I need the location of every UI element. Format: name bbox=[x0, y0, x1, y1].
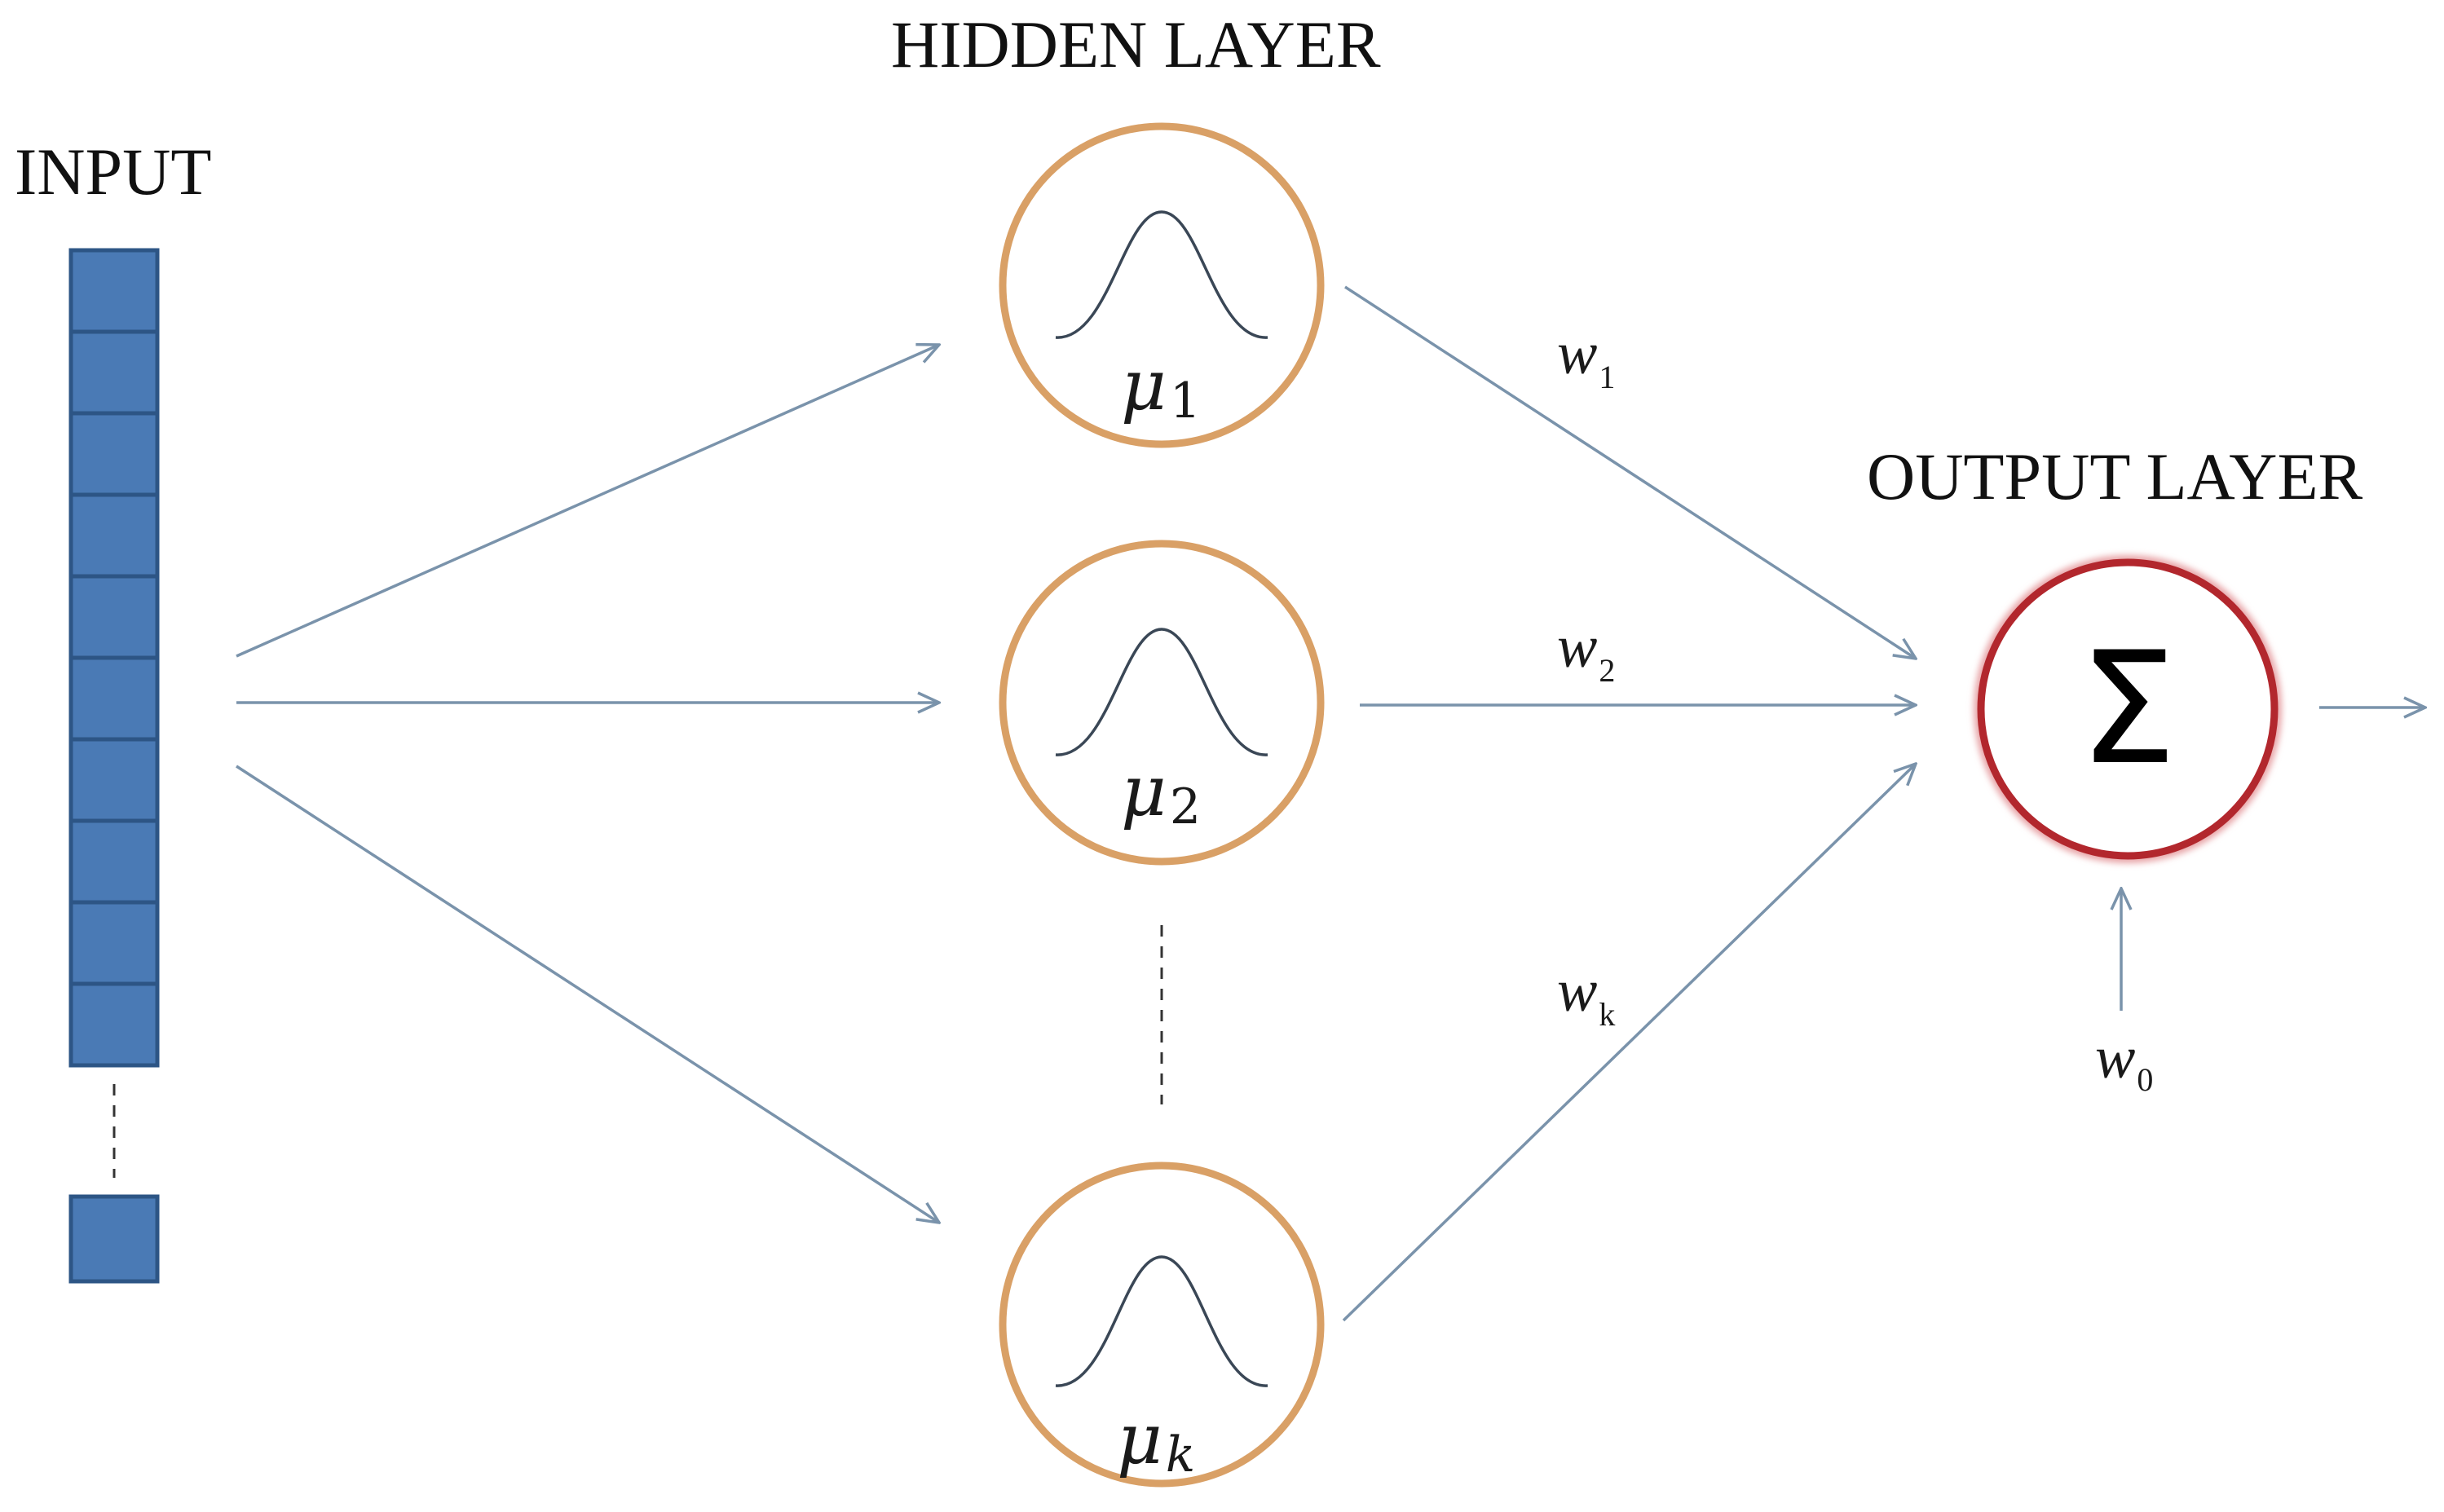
summation-icon: Σ bbox=[2079, 619, 2177, 799]
input-cell bbox=[68, 737, 160, 823]
weight-2-label: w2 bbox=[1557, 614, 1615, 689]
hidden-node-label: μk bbox=[1117, 1399, 1195, 1483]
output-layer-label: OUTPUT LAYER bbox=[1867, 439, 2363, 514]
hidden-node-label: μ1 bbox=[1121, 345, 1201, 430]
hidden-node-1: μ1 bbox=[999, 122, 1325, 448]
weight-1-label: w1 bbox=[1557, 320, 1615, 395]
output-node-ring bbox=[1977, 558, 2279, 860]
hidden-node-ring bbox=[999, 122, 1325, 448]
input-cell bbox=[68, 818, 160, 905]
hidden-k-to-output-arrow bbox=[1342, 764, 1916, 1322]
input-cell bbox=[68, 900, 160, 986]
input-cell bbox=[68, 411, 160, 497]
input-cell-last bbox=[68, 1194, 160, 1284]
input-cell bbox=[68, 655, 160, 742]
hidden-node-ring bbox=[999, 540, 1325, 866]
input-cell bbox=[68, 574, 160, 660]
input-label: INPUT bbox=[15, 134, 211, 209]
input-cell bbox=[68, 329, 160, 416]
input-cell bbox=[68, 492, 160, 579]
output-node: Σ bbox=[1974, 555, 2282, 863]
bias-label: w0 bbox=[2095, 1025, 2153, 1098]
hidden-layer-label: HIDDEN LAYER bbox=[891, 7, 1381, 82]
input-cell bbox=[68, 248, 160, 334]
hidden-1-to-output-arrow bbox=[1344, 285, 1916, 659]
input-to-hidden-k-arrow bbox=[236, 765, 939, 1223]
gaussian-bell-curve-icon bbox=[1055, 210, 1268, 339]
input-cell bbox=[68, 981, 160, 1068]
gaussian-bell-curve-icon bbox=[1055, 1255, 1268, 1387]
hidden-node-label: μ2 bbox=[1121, 751, 1201, 835]
hidden-node-2: μ2 bbox=[999, 540, 1325, 866]
gaussian-bell-curve-icon bbox=[1055, 628, 1268, 756]
hidden-node-ring bbox=[999, 1162, 1325, 1488]
hidden-node-k: μk bbox=[999, 1162, 1325, 1488]
input-vector bbox=[68, 248, 160, 1284]
input-to-hidden-1-arrow bbox=[236, 345, 939, 658]
weight-k-label: wk bbox=[1557, 958, 1615, 1033]
